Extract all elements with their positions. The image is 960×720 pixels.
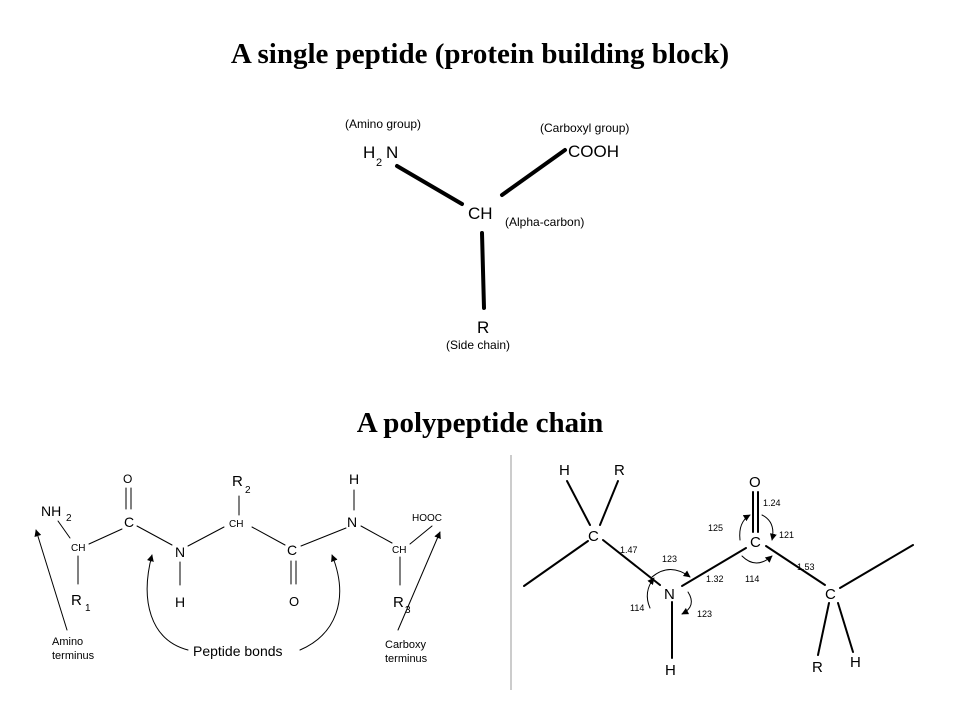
r1-subscript: 1 [85,603,91,614]
h-n-label: H [665,662,676,679]
carboxy-terminus-label-2: terminus [385,653,428,665]
peptide-geometry-diagram: H R C 1.47 N H 1.32 C O 1.24 1.53 C R H … [523,462,914,679]
angle-114-right: 114 [745,574,759,584]
c2-label: C [287,542,297,558]
title-polypeptide-chain: A polypeptide chain [356,407,604,439]
bond-ca2-h [837,602,854,653]
arrow-peptide-bond-2 [299,554,341,651]
polypeptide-schematic: NH 2 CH R 1 O C N H R 2 CH C O H N CH R … [34,471,442,665]
amino-n: N [386,143,398,162]
r3-subscript: 3 [405,605,411,616]
angle-arc-c-bottom [741,555,773,564]
angle-arc-n-top [651,569,691,578]
peptide-bonds-label: Peptide bonds [193,643,283,659]
angle-114-left: 114 [630,603,644,613]
bond-length-n-c: 1.32 [706,574,724,584]
bond-ch2-c2 [251,526,286,546]
amino-subscript: 2 [376,157,382,169]
bond-n-c [681,547,747,587]
bond-n1-ch2 [187,526,225,547]
n2-label: N [347,514,357,530]
angle-125: 125 [708,523,723,533]
bond-carboxyl-alpha [500,148,567,197]
bond-c1-n1 [136,525,173,546]
bond-length-c-o: 1.24 [763,498,781,508]
angle-arc-c-left [739,514,751,541]
amino-group-label: (Amino group) [345,117,421,131]
arrow-amino-terminus [34,529,68,631]
angle-121: 121 [779,530,794,540]
r-top-label: R [614,462,625,479]
c-alpha1-label: C [588,528,599,545]
single-peptide-diagram: (Amino group) H 2 N (Carboxyl group) COO… [345,117,629,352]
bond-length-c-ca: 1.53 [797,562,815,572]
nh2-label: NH [41,503,61,519]
bond-length-ca-n: 1.47 [620,545,638,555]
bond-n2-ch3 [360,525,393,544]
n-label: N [664,586,675,603]
amino-terminus-label-1: Amino [52,636,83,648]
bond-amino-alpha [395,164,464,206]
angle-arc-n-left [646,577,655,609]
c1-label: C [124,514,134,530]
c-alpha2-label: C [825,586,836,603]
side-chain-label: (Side chain) [446,338,510,352]
amino-terminus-label-2: terminus [52,650,95,662]
arrow-carboxy-terminus [397,531,441,631]
bond-r-ca1 [599,480,619,526]
alpha-carbon-ch: CH [468,204,493,223]
bond-ca2-r [817,602,830,656]
r3-label: R [393,594,404,611]
h1-label: H [175,594,185,610]
angle-arc-c-right [761,514,777,541]
carboxy-terminus-label-1: Carboxy [385,639,426,651]
bond-ca2-right [839,544,914,589]
carboxyl-group-label: (Carboxyl group) [540,121,629,135]
angle-arc-n-bottom [681,591,692,615]
bond-c-ca2 [765,545,826,586]
c-carbonyl-label: C [750,534,761,551]
o-label: O [749,474,761,491]
o2-label: O [289,594,299,609]
title-single-peptide: A single peptide (protein building block… [230,38,730,70]
side-chain-r: R [477,318,489,337]
bond-nh2-ch1 [57,520,71,539]
h-bottom-label: H [850,654,861,671]
bond-ch3-hooc [409,525,433,545]
ch3-label: CH [392,545,406,556]
bond-ca1-left [523,540,589,587]
bond-alpha-sidechain [480,231,486,310]
r-bottom-label: R [812,659,823,676]
hooc-label: HOOC [412,513,442,524]
r1-label: R [71,592,82,609]
ch1-label: CH [71,543,85,554]
r2-subscript: 2 [245,485,251,496]
ch2-label: CH [229,519,243,530]
n1-label: N [175,544,185,560]
arrow-peptide-bond-1 [146,554,189,651]
h2-label: H [349,471,359,487]
r2-label: R [232,473,243,490]
bond-c2-n2 [300,527,347,547]
bond-ch1-c1 [88,528,123,545]
angle-123-bottom: 123 [697,609,712,619]
bond-h-ca1 [566,480,591,526]
carboxyl-cooh: COOH [568,142,619,161]
amino-h: H [363,143,375,162]
angle-123-top: 123 [662,554,677,564]
alpha-carbon-label: (Alpha-carbon) [505,215,584,229]
nh2-subscript: 2 [66,513,72,524]
o1-label: O [123,472,132,486]
h-top-label: H [559,462,570,479]
